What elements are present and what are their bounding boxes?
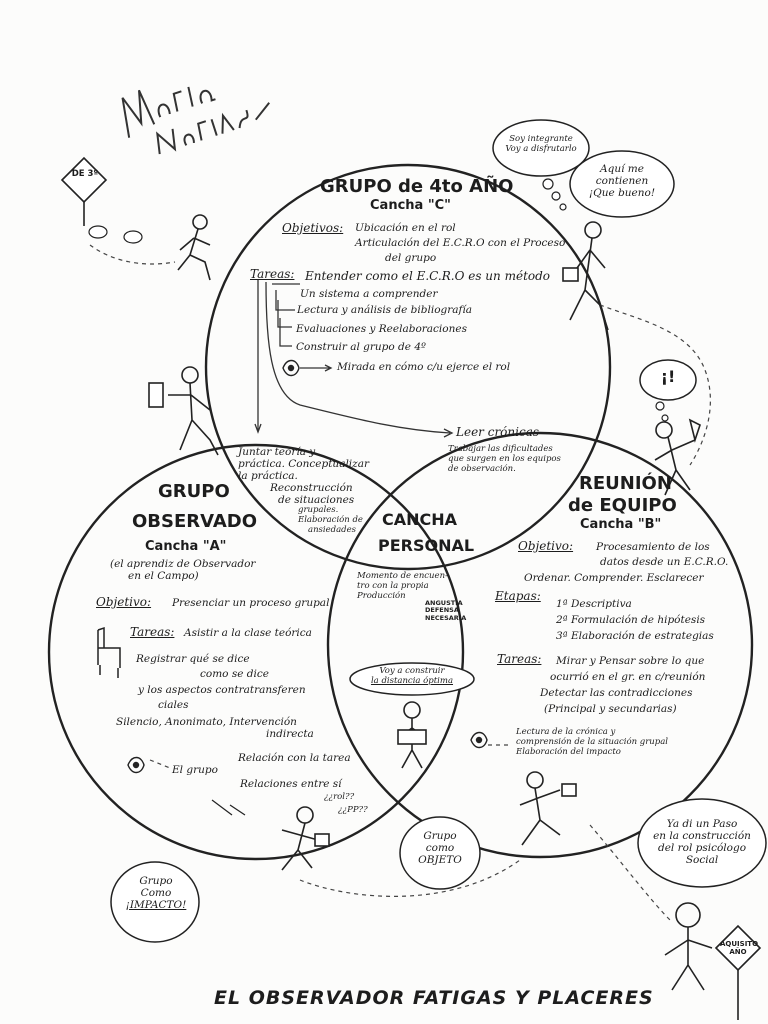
- bubble-objeto: [399, 816, 481, 890]
- thought-dots: [88, 178, 669, 816]
- signpost-left-icon: [60, 156, 108, 226]
- circle-b-objetivo-3: Ordenar. Comprender. Esclarecer: [524, 572, 704, 584]
- circle-b-title: REUNIÓN: [579, 473, 672, 494]
- eye-icon-lectura: [470, 731, 488, 749]
- circle-b-etapa-3: 3ª Elaboración de estrategias: [556, 630, 714, 642]
- circle-c-subtitle: Cancha "C": [370, 198, 451, 213]
- eye-icon-grupo: [127, 756, 145, 774]
- circle-a-relacion: Relación con la tarea: [238, 752, 351, 764]
- personal-title: CANCHA: [382, 510, 458, 529]
- stick-figure-running-bottom: [519, 771, 577, 846]
- stick-figure-standing-right: [664, 902, 713, 991]
- circle-b-objetivo-2: datos desde un E.C.R.O.: [600, 556, 729, 568]
- stick-figure-crawling-bottom: [281, 806, 330, 871]
- personal-title2: PERSONAL: [378, 536, 475, 555]
- circle-b-objetivo-label: Objetivo:: [518, 539, 574, 553]
- stick-figure-reading-center: [397, 701, 427, 769]
- circle-c-tareas-label: Tareas:: [250, 267, 295, 281]
- circle-a-tarea-1: Asistir a la clase teórica: [184, 627, 312, 639]
- circle-c-title: GRUPO de 4to AÑO: [320, 176, 514, 197]
- circle-c-objetivos-label: Objetivos:: [282, 221, 344, 235]
- stick-figure-flag-right: [654, 418, 701, 496]
- signpost-right-label: AQUISITO AÑO: [720, 940, 759, 957]
- circle-b-title2: de EQUIPO: [568, 495, 677, 516]
- circle-a-objetivo: Presenciar un proceso grupal: [172, 597, 330, 609]
- circle-a-objetivo-label: Objetivo:: [96, 595, 152, 609]
- circle-c-tarea-2: Un sistema a comprender: [300, 288, 438, 300]
- circle-b-etapas-label: Etapas:: [495, 589, 541, 603]
- circle-c-objetivo-3: del grupo: [385, 252, 437, 264]
- circle-grupo-observado: [47, 443, 465, 861]
- circle-c-objetivo-1: Ubicación en el rol: [355, 222, 456, 234]
- bubble-impacto: [110, 861, 200, 943]
- bubble-distancia: [349, 662, 475, 696]
- circle-c-tarea-1: Entender como el E.C.R.O es un método: [305, 269, 551, 283]
- bubble-exclaim-text: ¡!: [660, 367, 676, 386]
- dashed-paths: [89, 244, 711, 921]
- signpost-left-label: DE 3º: [71, 169, 99, 179]
- stick-figure-walking-top: [177, 214, 211, 281]
- chair-icon: [97, 626, 121, 678]
- circle-b-objetivo-1: Procesamiento de los: [596, 541, 710, 553]
- circle-grupo-4to-ano: [204, 163, 612, 571]
- circle-b-etapa-2: 2ª Formulación de hipótesis: [556, 614, 706, 626]
- circle-b-tarea-3: Detectar las contradicciones: [540, 687, 693, 699]
- circle-b-tarea-1: Mirar y Pensar sobre lo que: [556, 655, 705, 667]
- circle-c-tarea-4: Evaluaciones y Reelaboraciones: [296, 323, 467, 335]
- circle-a-tareas-label: Tareas:: [130, 625, 175, 639]
- circle-c-objetivo-2: Articulación del E.C.R.O con el Proceso: [355, 237, 566, 249]
- bubble-integrante: [492, 119, 590, 177]
- tareas-arrows: [254, 280, 454, 438]
- circle-a-subtitle: Cancha "A": [145, 539, 227, 554]
- stick-figure-box-right: [562, 221, 609, 331]
- signpost-right-icon: [714, 924, 762, 1020]
- circle-c-mirada: Mirada en cómo c/u ejerce el rol: [337, 361, 511, 373]
- overlap-ac-text: Juntar teoría y práctica. Conceptualizar…: [238, 446, 369, 535]
- circle-a-relaciones: Relaciones entre sí: [240, 778, 342, 790]
- circle-a-tarea-2: Registrar qué se dice: [136, 653, 250, 665]
- circle-a-title: GRUPO: [158, 481, 230, 502]
- bubble-contiene: [569, 150, 675, 218]
- circle-c-tarea-5: Construir al grupo de 4º: [296, 341, 426, 353]
- circle-b-tarea-2: ocurrió en el gr. en c/reunión: [550, 671, 706, 683]
- circle-c-leer: Leer crónicas: [456, 425, 540, 439]
- circle-a-el-grupo: El grupo: [172, 764, 218, 776]
- signature-image: [121, 86, 270, 155]
- circle-c-tarea-3: Lectura y análisis de bibliografía: [297, 304, 473, 316]
- footer-title: EL OBSERVADOR FATIGAS Y PLACERES: [214, 987, 654, 1009]
- eye-icon-mirada: [282, 359, 300, 377]
- circle-a-tarea-5: ciales: [158, 699, 189, 711]
- circle-b-tareas-label: Tareas:: [497, 652, 542, 666]
- circle-b-tarea-4: (Principal y secundarias): [544, 703, 677, 715]
- circle-b-subtitle: Cancha "B": [580, 517, 662, 532]
- circle-a-pp: ¿¿PP??: [338, 805, 368, 815]
- circle-a-rol: ¿¿rol??: [324, 792, 355, 802]
- stick-figure-book-left: [148, 366, 219, 456]
- bubble-exclaim: [639, 359, 697, 401]
- circle-a-tarea-4: y los aspectos contratransferen: [138, 684, 306, 696]
- circle-b-etapa-1: 1ª Descriptiva: [556, 598, 632, 610]
- circle-a-title2: OBSERVADO: [132, 511, 258, 532]
- circle-reunion-equipo: [326, 431, 754, 859]
- bubble-paso: [637, 798, 767, 888]
- circle-a-tarea-3: como se dice: [200, 668, 269, 680]
